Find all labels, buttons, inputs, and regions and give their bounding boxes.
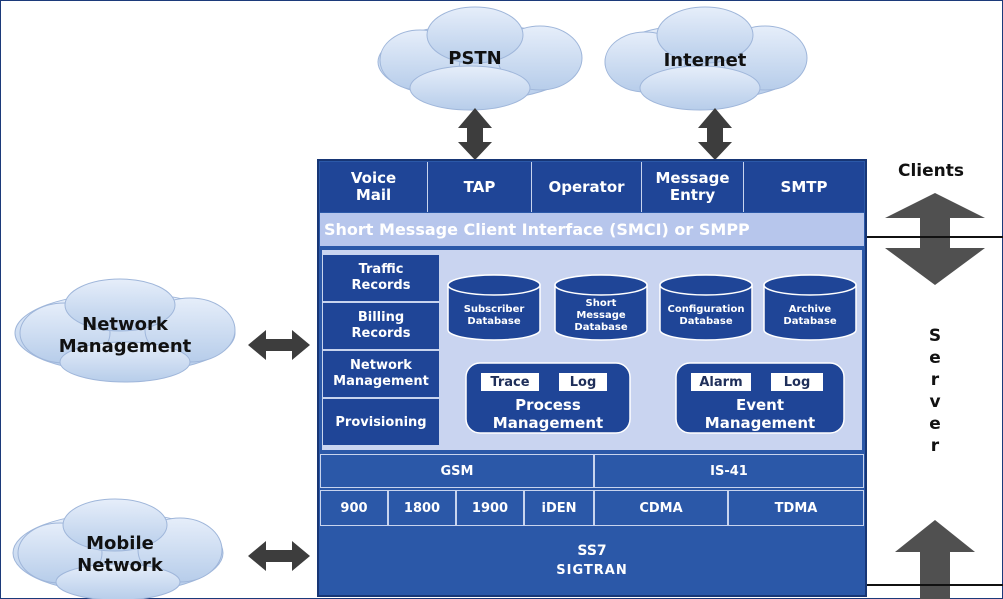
mobile-network-arrow	[248, 541, 310, 571]
trace-box: Trace	[480, 372, 540, 392]
band-1900-box: 1900	[456, 490, 524, 526]
sigtran-label: SIGTRAN	[556, 563, 628, 578]
internet-arrow	[698, 108, 732, 160]
smtp-box: SMTP	[744, 162, 864, 212]
ss7-label: SS7	[577, 543, 607, 559]
alarm-box: Alarm	[690, 372, 752, 392]
gsm-box: GSM	[320, 454, 594, 488]
cdma-box: CDMA	[594, 490, 728, 526]
voice-mail-box: Voice Mail	[320, 162, 428, 212]
tdma-box: TDMA	[728, 490, 864, 526]
event-log-box: Log	[770, 372, 824, 392]
interface-bar-label: Short Message Client Interface (SMCI) or…	[324, 220, 750, 239]
archive-database-label: Archive Database	[783, 304, 837, 327]
provisioning-box: Provisioning	[322, 398, 440, 446]
server-letter-4: v	[929, 392, 941, 412]
band-1800-box: 1800	[388, 490, 456, 526]
network-management-record-box: Network Management	[322, 350, 440, 398]
event-management-title: Event Management	[704, 396, 816, 432]
network-management-arrow	[248, 330, 310, 360]
network-management-cloud-shape	[14, 278, 236, 383]
internet-label: Internet	[663, 50, 747, 71]
message-entry-box: Message Entry	[642, 162, 744, 212]
server-letter-3: r	[930, 370, 940, 390]
tap-box: TAP	[428, 162, 532, 212]
traffic-records-box: Traffic Records	[322, 254, 440, 302]
process-management-title: Process Management	[492, 396, 604, 432]
subscriber-database-label: Subscriber Database	[463, 304, 525, 327]
clients-label: Clients	[898, 161, 965, 181]
server-up-arrow	[895, 520, 975, 599]
is41-box: IS-41	[594, 454, 864, 488]
clients-arrow	[885, 193, 985, 285]
server-letter-6: r	[930, 436, 940, 456]
iden-box: iDEN	[524, 490, 594, 526]
internet-cloud-shape	[604, 6, 808, 111]
network-management-label: Network Management	[58, 314, 192, 357]
server-letter-1: S	[928, 326, 942, 346]
band-900-box: 900	[320, 490, 388, 526]
interface-bar-shape	[320, 213, 864, 246]
mobile-network-label: Mobile Network	[77, 533, 163, 576]
ss7-sigtran-box: SS7 SIGTRAN	[320, 528, 864, 594]
database-cylinders	[447, 274, 857, 341]
server-letter-5: e	[929, 414, 941, 434]
server-letter-2: e	[929, 348, 941, 368]
process-log-box: Log	[558, 372, 608, 392]
pstn-arrow	[458, 108, 492, 160]
pstn-label: PSTN	[448, 48, 502, 69]
mobile-network-cloud-shape	[12, 498, 224, 599]
short-message-database-label: Short Message Database	[574, 298, 628, 333]
configuration-database-label: Configuration Database	[667, 304, 745, 327]
billing-records-box: Billing Records	[322, 302, 440, 350]
operator-box: Operator	[532, 162, 642, 212]
pstn-cloud-shape	[377, 6, 583, 111]
